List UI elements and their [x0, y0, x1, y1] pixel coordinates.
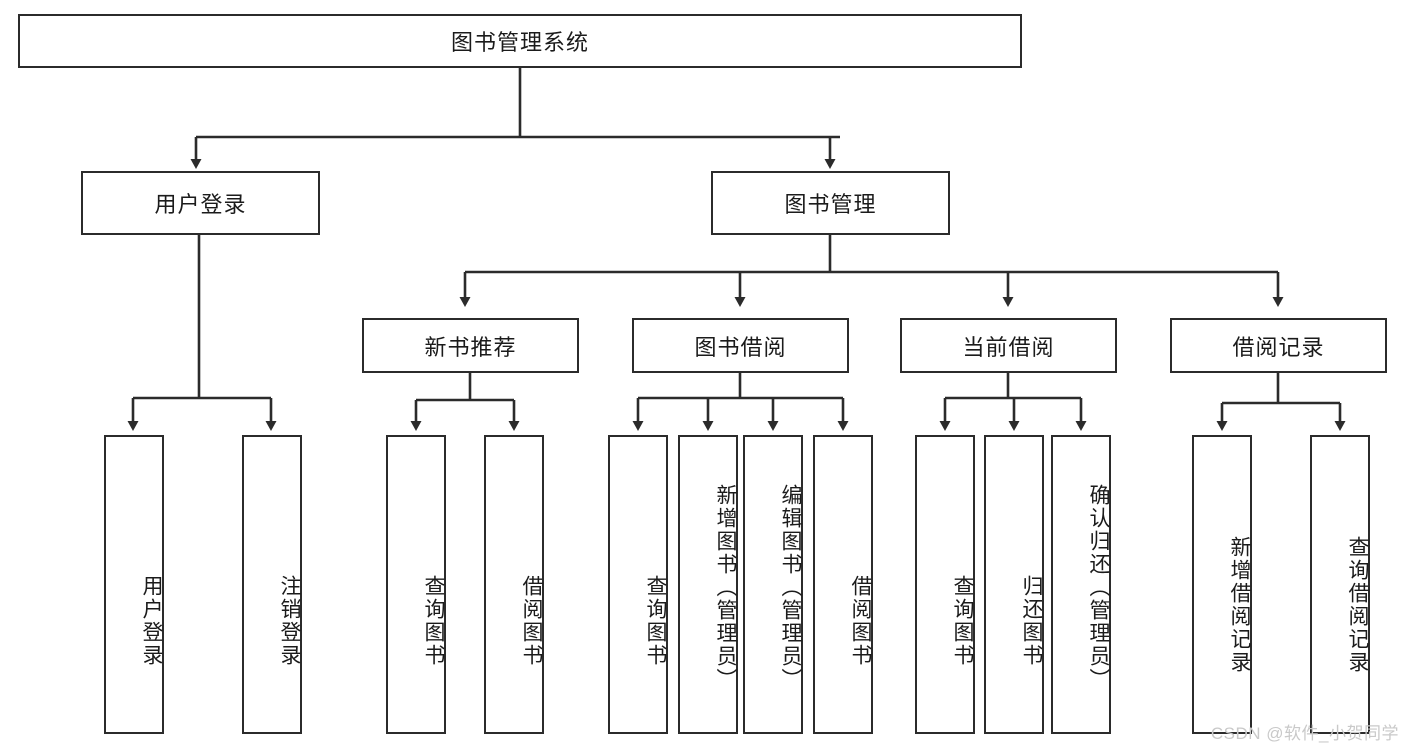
leaf-book-borrow-edit-book-admin[interactable]: 编辑图书（管理员） [743, 435, 803, 734]
node-user-login[interactable]: 用户登录 [81, 171, 320, 235]
leaf-borrow-record-add-record[interactable]: 新增借阅记录 [1192, 435, 1252, 734]
node-label: 查询图书 [951, 574, 974, 667]
node-root-book-management-system[interactable]: 图书管理系统 [18, 14, 1022, 68]
csdn-watermark: CSDN @软件_小贺同学 [1210, 724, 1399, 743]
node-label: 用户登录 [154, 192, 247, 217]
node-label: 图书管理 [784, 192, 877, 217]
node-label: 借阅记录 [1232, 334, 1325, 360]
leaf-user-login-logout[interactable]: 注销登录 [242, 435, 302, 734]
node-label: 查询图书 [644, 574, 667, 667]
node-label: 当前借阅 [962, 334, 1055, 360]
leaf-new-book-query-book[interactable]: 查询图书 [386, 435, 446, 734]
leaf-current-borrow-return-book[interactable]: 归还图书 [984, 435, 1044, 734]
node-label: 查询图书 [422, 574, 445, 667]
node-label: 借阅图书 [849, 574, 872, 667]
leaf-new-book-borrow-book[interactable]: 借阅图书 [484, 435, 544, 734]
leaf-book-borrow-add-book-admin[interactable]: 新增图书（管理员） [678, 435, 738, 734]
node-new-book-recommend[interactable]: 新书推荐 [362, 318, 579, 373]
node-label: 图书借阅 [694, 334, 787, 360]
node-label: 编辑图书（管理员） [779, 483, 802, 691]
node-label: 图书管理系统 [450, 30, 589, 55]
leaf-borrow-record-query-record[interactable]: 查询借阅记录 [1310, 435, 1370, 734]
node-label: 确认归还（管理员） [1087, 483, 1110, 691]
node-label: 归还图书 [1020, 574, 1043, 667]
node-label: 借阅图书 [520, 574, 543, 667]
leaf-current-borrow-confirm-return-admin[interactable]: 确认归还（管理员） [1051, 435, 1111, 734]
node-label: 注销登录 [278, 574, 301, 667]
node-book-borrow[interactable]: 图书借阅 [632, 318, 849, 373]
leaf-current-borrow-query-book[interactable]: 查询图书 [915, 435, 975, 734]
node-label: 查询借阅记录 [1346, 535, 1369, 674]
leaf-book-borrow-query-book[interactable]: 查询图书 [608, 435, 668, 734]
node-book-management[interactable]: 图书管理 [711, 171, 950, 235]
leaf-book-borrow-borrow-book[interactable]: 借阅图书 [813, 435, 873, 734]
node-current-borrow[interactable]: 当前借阅 [900, 318, 1117, 373]
node-label: 用户登录 [140, 574, 163, 667]
node-label: 新增借阅记录 [1228, 535, 1251, 674]
leaf-user-login-login[interactable]: 用户登录 [104, 435, 164, 734]
node-label: 新增图书（管理员） [714, 483, 737, 691]
node-borrow-record[interactable]: 借阅记录 [1170, 318, 1387, 373]
node-label: 新书推荐 [424, 334, 517, 360]
